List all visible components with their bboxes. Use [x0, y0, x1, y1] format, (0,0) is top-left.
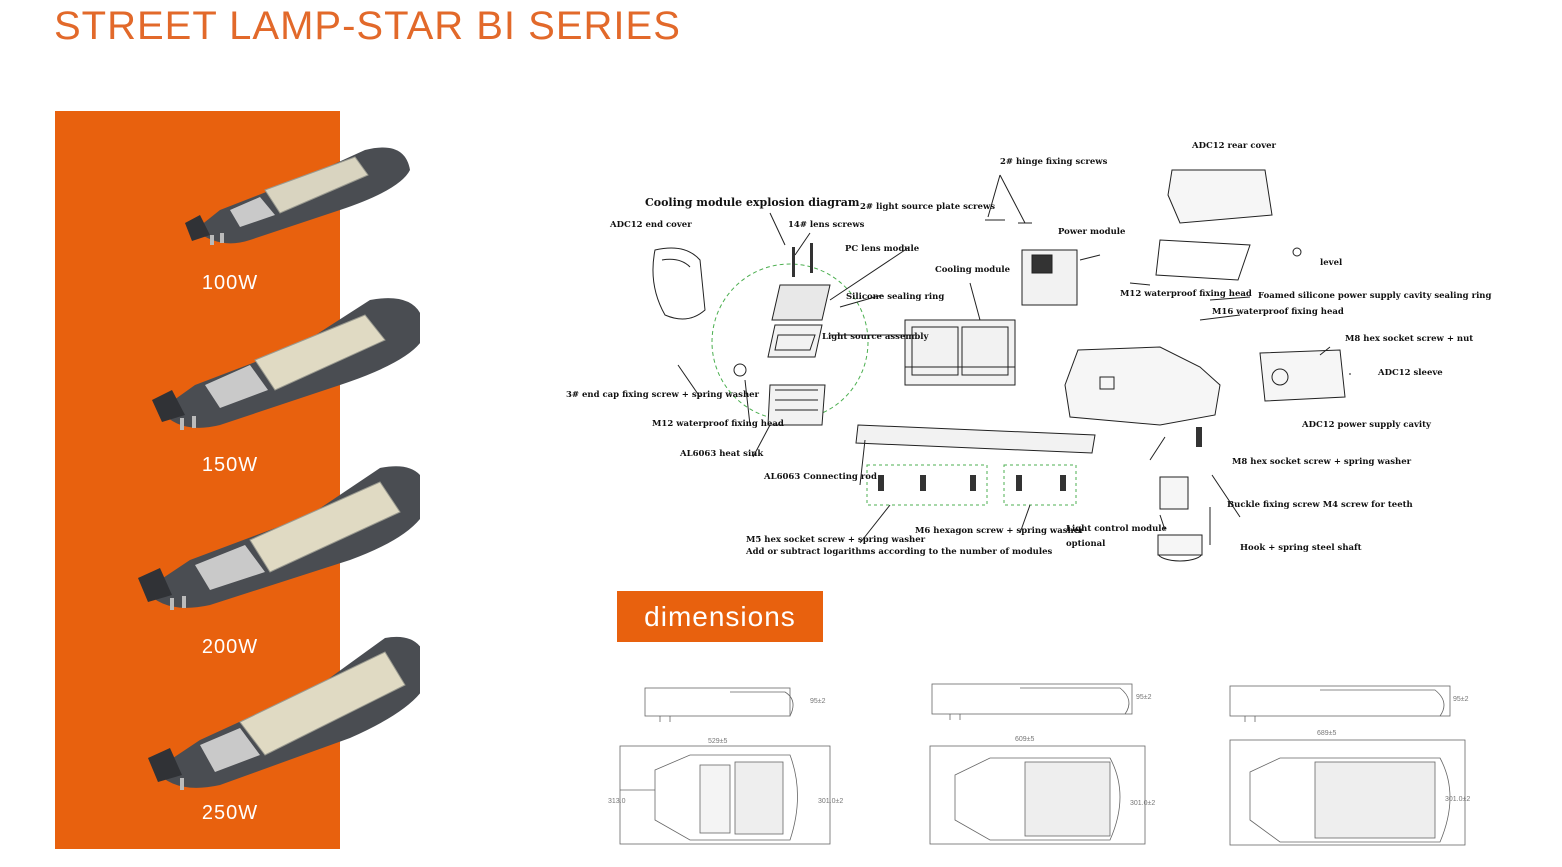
label-silicone-ring: Silicone sealing ring	[846, 292, 945, 302]
label-end-cover: ADC12 end cover	[610, 220, 692, 230]
lamp-image-250w	[148, 636, 420, 790]
dim-2-height: 95±2	[1136, 694, 1152, 701]
label-hook: Hook + spring steel shaft	[1240, 543, 1362, 553]
label-cooling-module: Cooling module	[935, 265, 1011, 275]
label-plate-screws: 2# light source plate screws	[860, 202, 996, 212]
dim-1-length: 529±5	[708, 738, 728, 745]
dimension-drawing-3: 689±5 95±2 301.0±2	[1225, 680, 1475, 850]
label-m12-head-right: M12 waterproof fixing head	[1120, 289, 1252, 299]
lamp-image-100w	[185, 147, 410, 245]
dimension-drawing-2-lines	[929, 683, 1146, 845]
label-m6-screw: M6 hexagon screw + spring washer	[915, 526, 1084, 536]
dim-1-left-width: 313.0	[608, 798, 626, 805]
label-level: level	[1320, 258, 1343, 268]
label-light-control: Light control module	[1066, 524, 1167, 534]
label-light-source: Light source assembly	[822, 332, 929, 342]
lamp-image-200w	[138, 466, 420, 610]
wattage-label-200w: 200W	[201, 636, 259, 658]
label-m12-head-left: M12 waterproof fixing head	[652, 419, 784, 429]
dimension-drawing-1-lines	[619, 687, 831, 845]
dimension-drawing-2: 609±5 95±2 301.0±2	[910, 680, 1160, 850]
explosion-diagram-title: Cooling module explosion diagram	[645, 196, 860, 209]
wattage-label-250w: 250W	[201, 802, 259, 824]
wattage-label-150w: 150W	[201, 454, 259, 476]
dim-2-length: 609±5	[1015, 736, 1035, 743]
label-foamed-ring: Foamed silicone power supply cavity seal…	[1258, 291, 1492, 301]
label-sleeve: ADC12 sleeve	[1378, 368, 1443, 378]
label-m5-screw: M5 hex socket screw + spring washer	[746, 535, 926, 545]
dim-3-width: 301.0±2	[1445, 796, 1471, 803]
wattage-label-100w: 100W	[201, 272, 259, 294]
label-hinge-screws: 2# hinge fixing screws	[1000, 157, 1108, 167]
label-rear-cover: ADC12 rear cover	[1192, 141, 1277, 151]
label-power-module: Power module	[1058, 227, 1126, 237]
label-buckle-screw: Buckle fixing screw M4 screw for teeth	[1227, 500, 1413, 510]
label-heat-sink: AL6063 heat sink	[680, 449, 764, 459]
dim-1-height: 95±2	[810, 698, 826, 705]
lamp-image-150w	[152, 298, 420, 430]
label-m16-head: M16 waterproof fixing head	[1212, 307, 1344, 317]
dimension-drawing-1: 529±5 95±2 301.0±2 313.0	[600, 680, 850, 850]
explosion-diagram: Cooling module explosion diagram ADC12 e…	[560, 135, 1560, 575]
dim-3-height: 95±2	[1453, 696, 1469, 703]
dimension-drawing-3-lines	[1229, 685, 1466, 846]
label-lens-screws: 14# lens screws	[788, 220, 865, 230]
dimensions-heading: dimensions	[617, 591, 823, 642]
explosion-diagram-drawing	[652, 169, 1351, 562]
label-power-cavity: ADC12 power supply cavity	[1302, 420, 1431, 430]
label-m8-washer: M8 hex socket screw + spring washer	[1232, 457, 1412, 467]
label-pc-lens: PC lens module	[845, 244, 920, 254]
label-m8-nut: M8 hex socket screw + nut	[1345, 334, 1474, 344]
label-m5-note: Add or subtract logarithms according to …	[746, 547, 1053, 557]
dim-3-length: 689±5	[1317, 730, 1337, 737]
dim-1-width: 301.0±2	[818, 798, 844, 805]
label-end-cap-screw: 3# end cap fixing screw + spring washer	[566, 390, 760, 400]
label-optional: optional	[1066, 539, 1106, 549]
page-title: STREET LAMP-STAR BI SERIES	[54, 4, 681, 48]
label-connecting-rod: AL6063 Connecting rod	[764, 472, 877, 482]
dim-2-width: 301.0±2	[1130, 800, 1156, 807]
